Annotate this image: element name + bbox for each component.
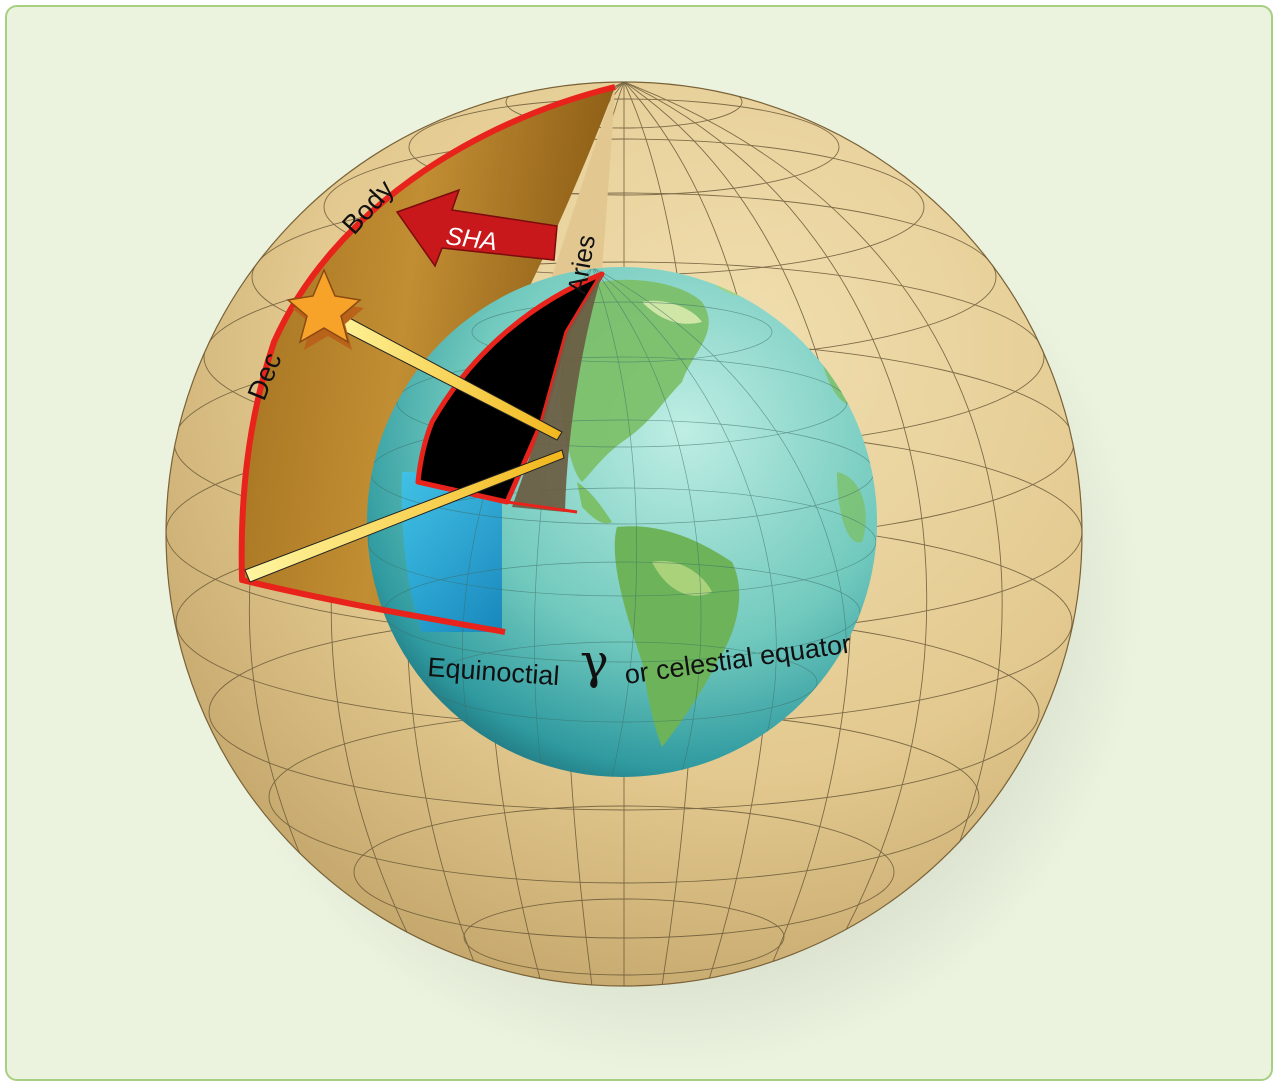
equator-beam [244, 449, 565, 583]
label-sha: SHA [444, 222, 498, 256]
earth-meridian-plane [512, 274, 602, 512]
sha-arrow-icon [395, 188, 558, 268]
star-icon [286, 268, 364, 350]
aries-symbol: γ [580, 634, 609, 690]
figure-panel: Body Dec SHA Aries Equinoctial γ or cele… [5, 5, 1273, 1081]
aries-plane [550, 87, 615, 282]
earth-cutaway [415, 271, 605, 505]
celestial-sphere-diagram: Body Dec SHA Aries Equinoctial γ or cele… [165, 81, 1142, 1072]
cutaway-outline [238, 84, 616, 635]
